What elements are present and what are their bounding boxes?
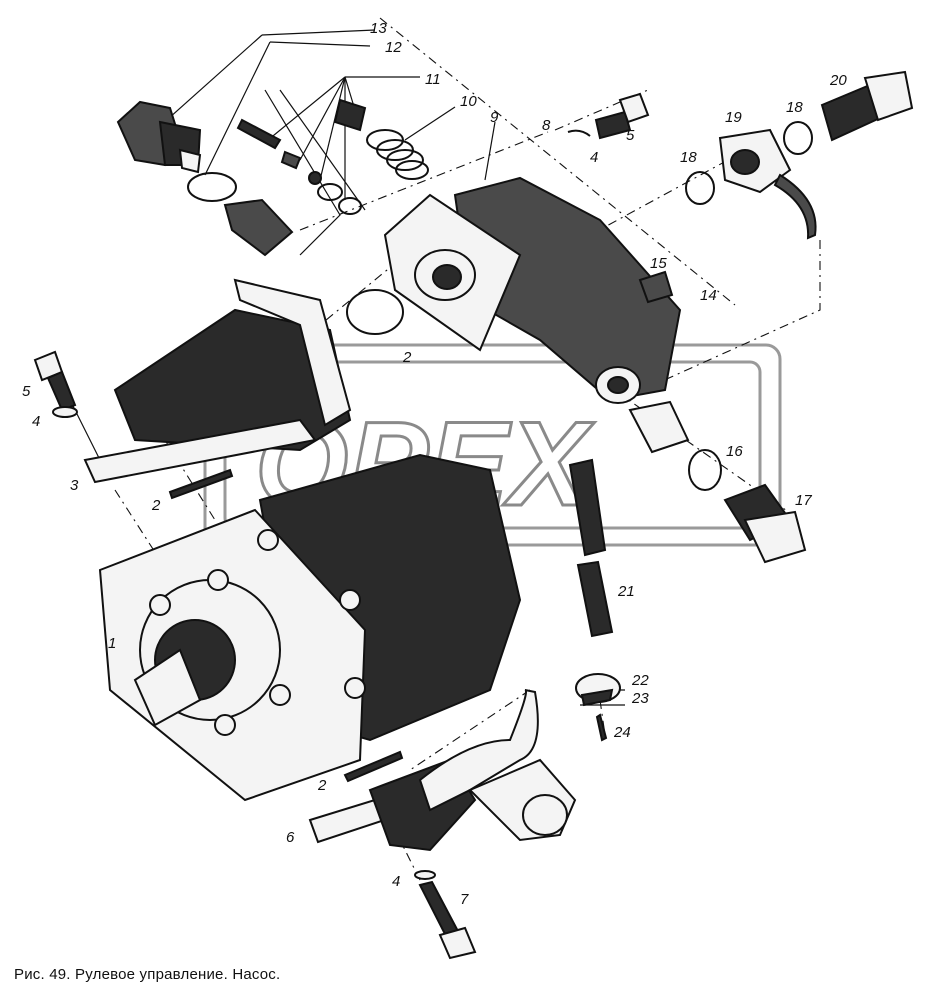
part-12-o-ring bbox=[187, 172, 237, 202]
callout-18b: 18 bbox=[786, 99, 803, 116]
part-5-4-left-bolt bbox=[33, 350, 78, 418]
callout-14: 14 bbox=[700, 287, 717, 304]
part-21-hoses bbox=[568, 458, 614, 638]
callout-23: 23 bbox=[631, 690, 649, 707]
part-13-plug bbox=[116, 100, 202, 174]
callout-19: 19 bbox=[725, 109, 742, 126]
part-3-bracket bbox=[83, 278, 352, 484]
callout-1: 1 bbox=[108, 635, 116, 652]
callout-7: 7 bbox=[460, 891, 469, 908]
figure-caption: Рис. 49. Рулевое управление. Насос. bbox=[14, 966, 281, 983]
part-1-pump-body bbox=[98, 453, 522, 802]
callout-15: 15 bbox=[650, 255, 667, 272]
part-4-7-lower-bolt bbox=[414, 870, 477, 960]
part-6-lower-bracket bbox=[308, 689, 577, 852]
callout-12: 12 bbox=[385, 39, 402, 56]
part-15-plug bbox=[638, 270, 674, 304]
callout-10: 10 bbox=[460, 93, 477, 110]
callout-2c: 2 bbox=[317, 777, 327, 794]
callout-18a: 18 bbox=[680, 149, 697, 166]
callout-24: 24 bbox=[613, 724, 631, 741]
callout-11: 11 bbox=[425, 71, 441, 88]
callout-8: 8 bbox=[542, 117, 551, 134]
callout-labels: 1 2 2 2 3 4 4 4 5 5 6 7 8 9 10 11 12 13 … bbox=[22, 20, 847, 908]
part-11-valve-group bbox=[223, 98, 367, 257]
part-2-gasket-top bbox=[346, 289, 404, 335]
part-22-23-24-clamp bbox=[575, 673, 621, 742]
part-10-spring bbox=[366, 129, 429, 180]
callout-3: 3 bbox=[70, 477, 79, 494]
callout-6: 6 bbox=[286, 829, 295, 846]
part-2-pin-middle bbox=[168, 468, 234, 500]
part-4-5-top-screw bbox=[567, 92, 650, 140]
callout-5b: 5 bbox=[626, 127, 635, 144]
callout-9: 9 bbox=[490, 109, 499, 126]
part-2-pin-lower bbox=[343, 750, 404, 783]
callout-4c: 4 bbox=[392, 873, 400, 890]
callout-13: 13 bbox=[370, 20, 387, 37]
callout-2a: 2 bbox=[402, 349, 412, 366]
callout-4b: 4 bbox=[590, 149, 598, 166]
callout-16: 16 bbox=[726, 443, 743, 460]
part-9-valve-housing bbox=[383, 176, 682, 404]
callout-2b: 2 bbox=[151, 497, 161, 514]
callout-5a: 5 bbox=[22, 383, 31, 400]
callout-17: 17 bbox=[795, 492, 812, 509]
callout-20: 20 bbox=[829, 72, 847, 89]
callout-22: 22 bbox=[631, 672, 649, 689]
part-14-16-17-fitting bbox=[628, 400, 807, 564]
part-18-19-20-fitting bbox=[685, 70, 914, 240]
callout-21: 21 bbox=[617, 583, 635, 600]
callout-4a: 4 bbox=[32, 413, 40, 430]
